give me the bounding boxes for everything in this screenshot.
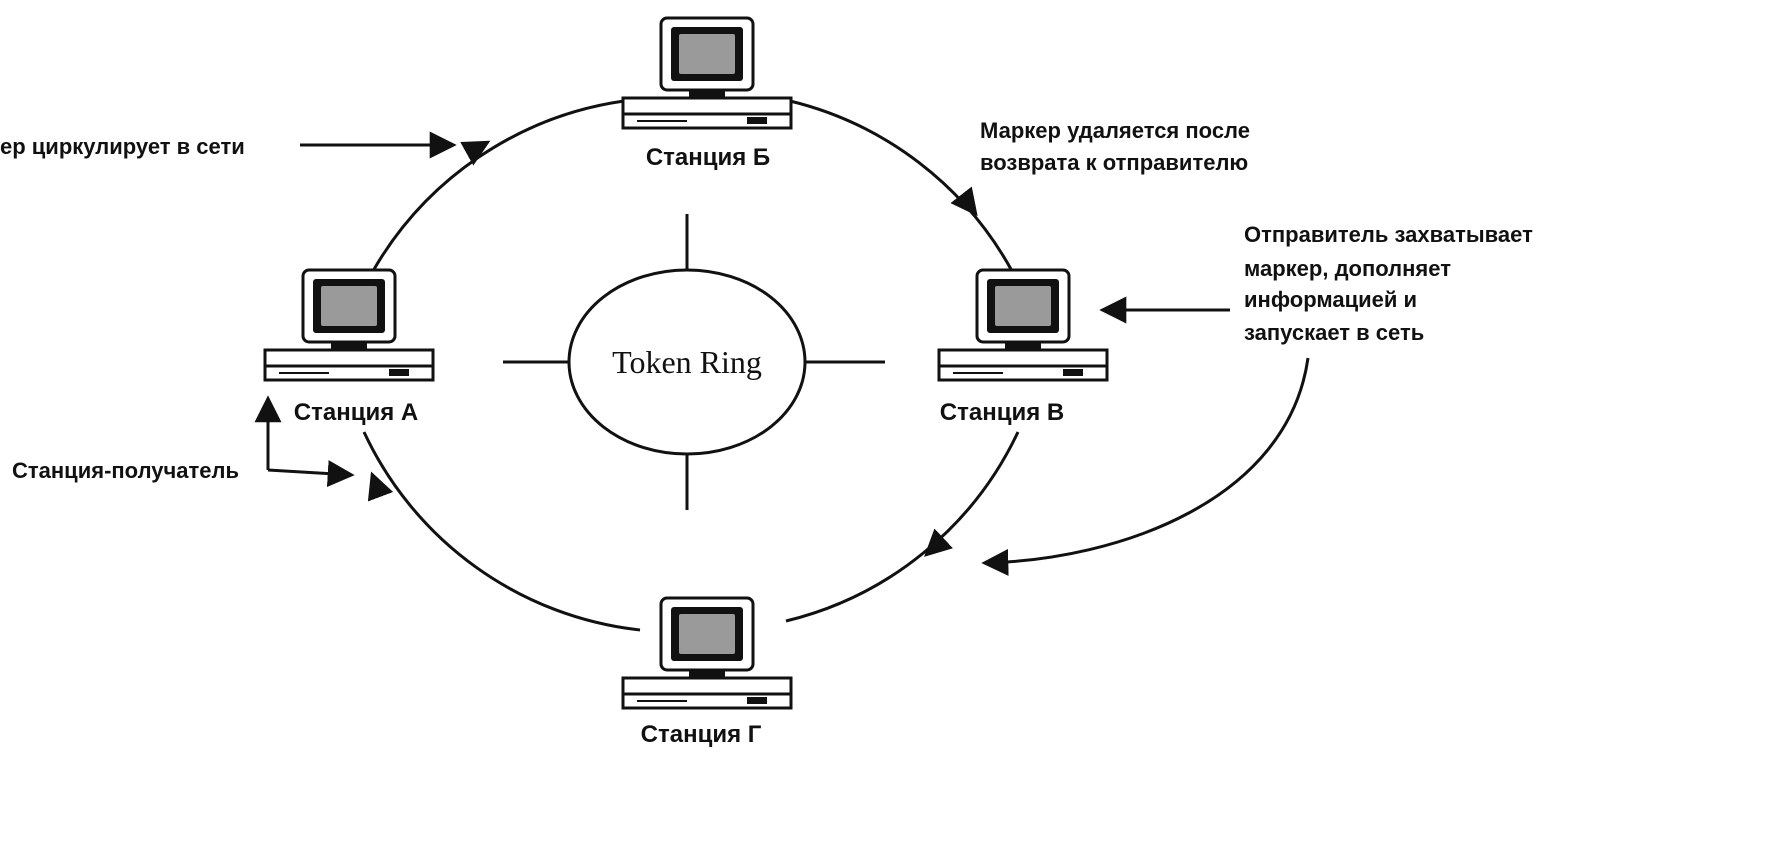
station-g-label: Станция Г [641,721,762,748]
annotation-removed-line-1: Маркер удаляется после [980,118,1250,143]
computer-workstation-icon [937,268,1109,382]
annotation-receiver: Станция-получатель [12,395,355,488]
ring-arrow-top-right [950,186,978,217]
station-a-label: Станция А [294,399,418,426]
annotation-circulates-text: ер циркулирует в сети [0,134,245,159]
annotation-removed-line-2: возврата к отправителю [980,150,1248,175]
station-v-label: Станция В [940,399,1064,426]
hub-circle [567,268,807,456]
station-b: Станция Б [621,16,793,171]
token-ring-hub: Token Ring [503,214,885,510]
annotation-sender-line-3: информацией и [1244,287,1417,312]
annotation-circulates: ер циркулирует в сети [0,131,457,159]
ring-arrow-top-left [460,140,491,166]
computer-workstation-icon [263,268,435,382]
annotation-receiver-arrow-right [267,460,355,488]
annotation-sender-line-1: Отправитель захватывает [1244,222,1533,247]
annotation-sender: Отправитель захватывает маркер, дополняе… [981,222,1533,576]
station-g: Станция Г [621,596,793,748]
annotation-sender-line-2: маркер, дополняет [1244,256,1451,281]
ring-arrow-bottom-left [367,471,394,502]
annotation-removed: Маркер удаляется после возврата к отправ… [980,118,1250,175]
computer-workstation-icon [621,16,793,130]
computer-workstation-icon [621,596,793,710]
station-b-label: Станция Б [646,144,770,171]
annotation-sender-line-4: запускает в сеть [1244,320,1424,345]
hub-label: Token Ring [612,344,762,380]
station-v: Станция В [937,268,1109,426]
ring-direction-arrows [367,140,978,557]
ring-arrow-bottom-right [924,528,953,557]
annotation-sender-arrow-to-ring [981,357,1310,576]
annotation-receiver-text: Станция-получатель [12,458,239,483]
station-a: Станция А [263,268,435,426]
